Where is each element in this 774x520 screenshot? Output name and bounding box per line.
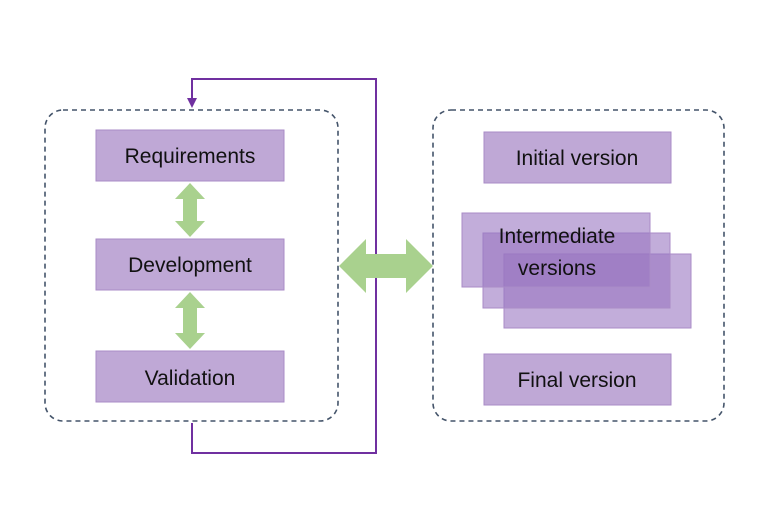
intermediate-versions-label-line1: Intermediate: [499, 225, 616, 248]
process-versions-double-arrow: [339, 239, 433, 293]
final-version-box: [483, 353, 672, 406]
requirements-development-double-arrow: [175, 183, 205, 237]
initial-version-label: Initial version: [516, 147, 639, 170]
development-box: [95, 238, 285, 291]
requirements-label: Requirements: [125, 145, 256, 168]
validation-label: Validation: [145, 367, 236, 390]
requirements-box: [95, 129, 285, 182]
intermediate-versions-label-line2: versions: [518, 257, 596, 280]
development-label: Development: [128, 254, 252, 277]
initial-version-box: [483, 131, 672, 184]
final-version-label: Final version: [517, 369, 636, 392]
versions-container: [432, 109, 725, 422]
intermediate-version-box-front: [461, 212, 651, 288]
process-container: [44, 109, 339, 422]
validation-box: [95, 350, 285, 403]
development-validation-double-arrow: [175, 292, 205, 349]
